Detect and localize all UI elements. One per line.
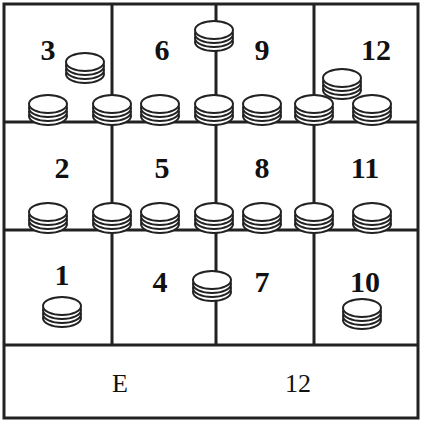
board-cell: 2 (4, 122, 112, 230)
board-cell: 7 (216, 230, 314, 345)
board-cell: 3 (4, 4, 112, 122)
coin-stack (353, 95, 391, 125)
grid-lines (4, 4, 418, 418)
coin-stack (243, 95, 281, 125)
coin-stack (141, 95, 179, 125)
coin-stack (343, 299, 381, 329)
coin-stack (93, 203, 131, 233)
cell-number: 9 (255, 35, 270, 65)
coin-stack (193, 271, 231, 301)
coin-stack (295, 95, 333, 125)
cell-number: 1 (55, 260, 70, 290)
coin-stack (323, 69, 361, 99)
coin-stack (243, 203, 281, 233)
board-border (4, 4, 418, 418)
coin-stack (66, 53, 104, 83)
answer-text: E (112, 371, 128, 397)
coin-stack (195, 203, 233, 233)
cell-number: 8 (255, 153, 270, 183)
board-cell: 1 (4, 230, 112, 345)
answer-band: E 12 (4, 345, 418, 418)
coin-stack (29, 203, 67, 233)
board-cell: 8 (216, 122, 314, 230)
cell-number: 12 (361, 35, 391, 65)
board-cell: 12 (314, 4, 418, 122)
cell-number: 2 (55, 153, 70, 183)
cell-number: 5 (155, 153, 170, 183)
coin-stack (141, 203, 179, 233)
coin-stacks (29, 21, 391, 329)
cell-number: 11 (351, 153, 379, 183)
cell-number: 3 (41, 35, 56, 65)
coin-stack (195, 21, 233, 51)
grid-line (313, 4, 316, 345)
coin-stack (295, 203, 333, 233)
coin-stack (29, 95, 67, 125)
coin-stack (195, 95, 233, 125)
cell-number: 4 (153, 267, 168, 297)
board-cell: 11 (314, 122, 418, 230)
coin-stack (353, 203, 391, 233)
cell-number: 7 (255, 267, 270, 297)
answer-text: 12 (285, 371, 311, 397)
board-cell: 10 (314, 230, 418, 345)
coin-stack (43, 297, 81, 327)
board-cell: 4 (112, 230, 216, 345)
board-cell: 6 (112, 4, 216, 122)
coin-stack (93, 95, 131, 125)
cell-number: 10 (350, 267, 380, 297)
board-cell: 9 (216, 4, 314, 122)
grid-line (4, 344, 418, 347)
board-cell: 5 (112, 122, 216, 230)
grid-line (111, 4, 114, 345)
cell-number: 6 (155, 35, 170, 65)
